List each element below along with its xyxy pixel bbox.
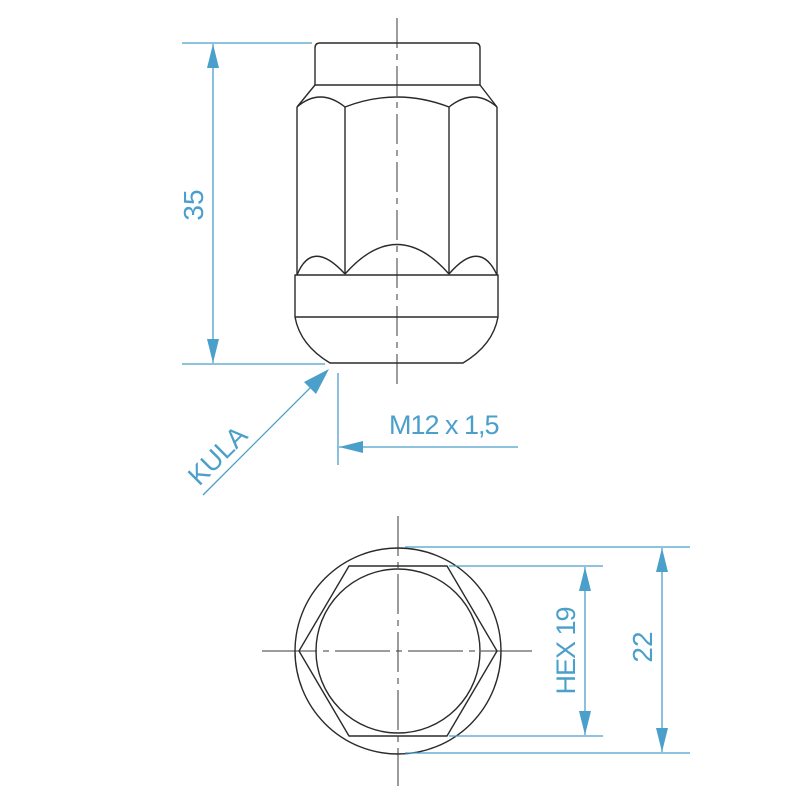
height-dimension: 35 <box>178 42 325 365</box>
arrow-down-icon <box>207 339 219 363</box>
arrow-up-icon <box>207 44 219 68</box>
seat-leader-line <box>202 377 321 496</box>
arrow-down-icon <box>579 711 591 735</box>
hex-label: HEX 19 <box>551 607 581 694</box>
hex-bottom-arcs <box>296 243 498 276</box>
side-view <box>294 18 499 390</box>
diameter-dimension: 22 <box>405 546 690 754</box>
ball-seat <box>294 316 499 364</box>
nut-chamfer-right <box>479 84 498 108</box>
nut-chamfer-left <box>296 84 316 108</box>
top-view <box>262 516 532 786</box>
hex-outline <box>298 565 498 737</box>
arrow-down-icon <box>656 728 668 752</box>
seat-leader: KULA <box>182 369 329 496</box>
nut-cap <box>314 42 481 86</box>
hex-dimension: HEX 19 <box>449 565 603 737</box>
hex-top-arcs <box>296 96 498 108</box>
arrow-diagonal-icon <box>304 369 329 394</box>
arrow-up-icon <box>579 567 591 591</box>
outer-flange-circle <box>294 547 502 755</box>
thread-label: M12 x 1,5 <box>389 410 499 440</box>
diameter-label: 22 <box>627 631 658 662</box>
inner-circle <box>315 568 481 734</box>
arrow-left-icon <box>339 441 363 453</box>
height-label: 35 <box>178 189 209 220</box>
nut-band <box>294 274 499 318</box>
thread-dimension: M12 x 1,5 <box>337 373 518 465</box>
arrow-up-icon <box>656 548 668 572</box>
